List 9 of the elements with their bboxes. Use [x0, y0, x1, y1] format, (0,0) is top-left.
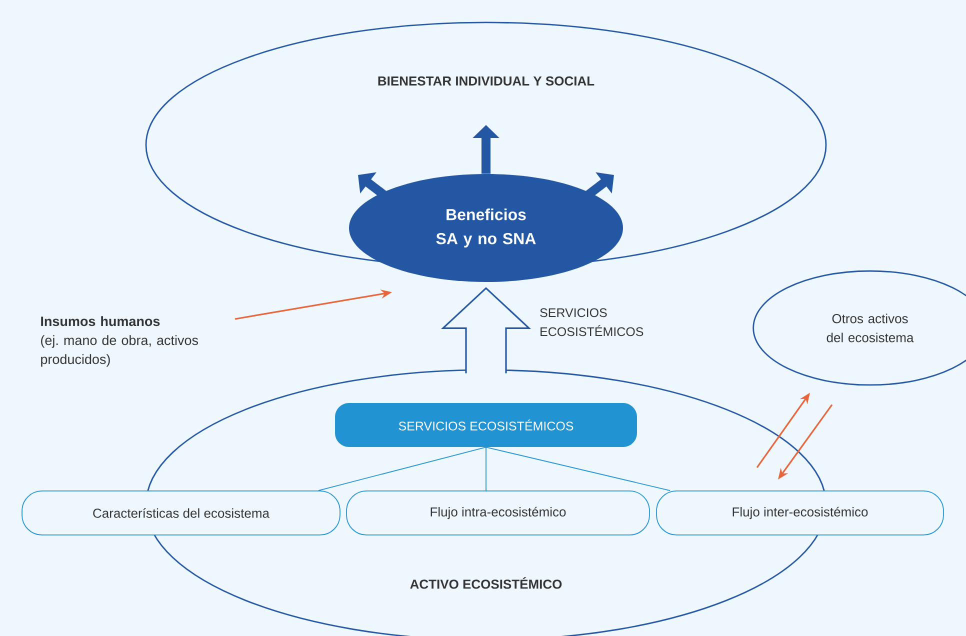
services-pill: SERVICIOS ECOSISTÉMICOS	[335, 402, 637, 447]
connector-line	[318, 446, 486, 491]
block-arrow	[440, 287, 532, 374]
edge-label: SERVICIOS ECOSISTÉMICOS	[540, 308, 644, 336]
input-note: Insumos humanos (ej. mano de obra, activos producidos)	[41, 316, 198, 367]
flow-pill: Flujo inter-ecosistémico	[656, 490, 944, 536]
flow-pill: Características del ecosistema	[22, 490, 340, 536]
connector-line	[486, 446, 670, 491]
flow-pill: Flujo intra-ecosistémico	[346, 490, 650, 536]
